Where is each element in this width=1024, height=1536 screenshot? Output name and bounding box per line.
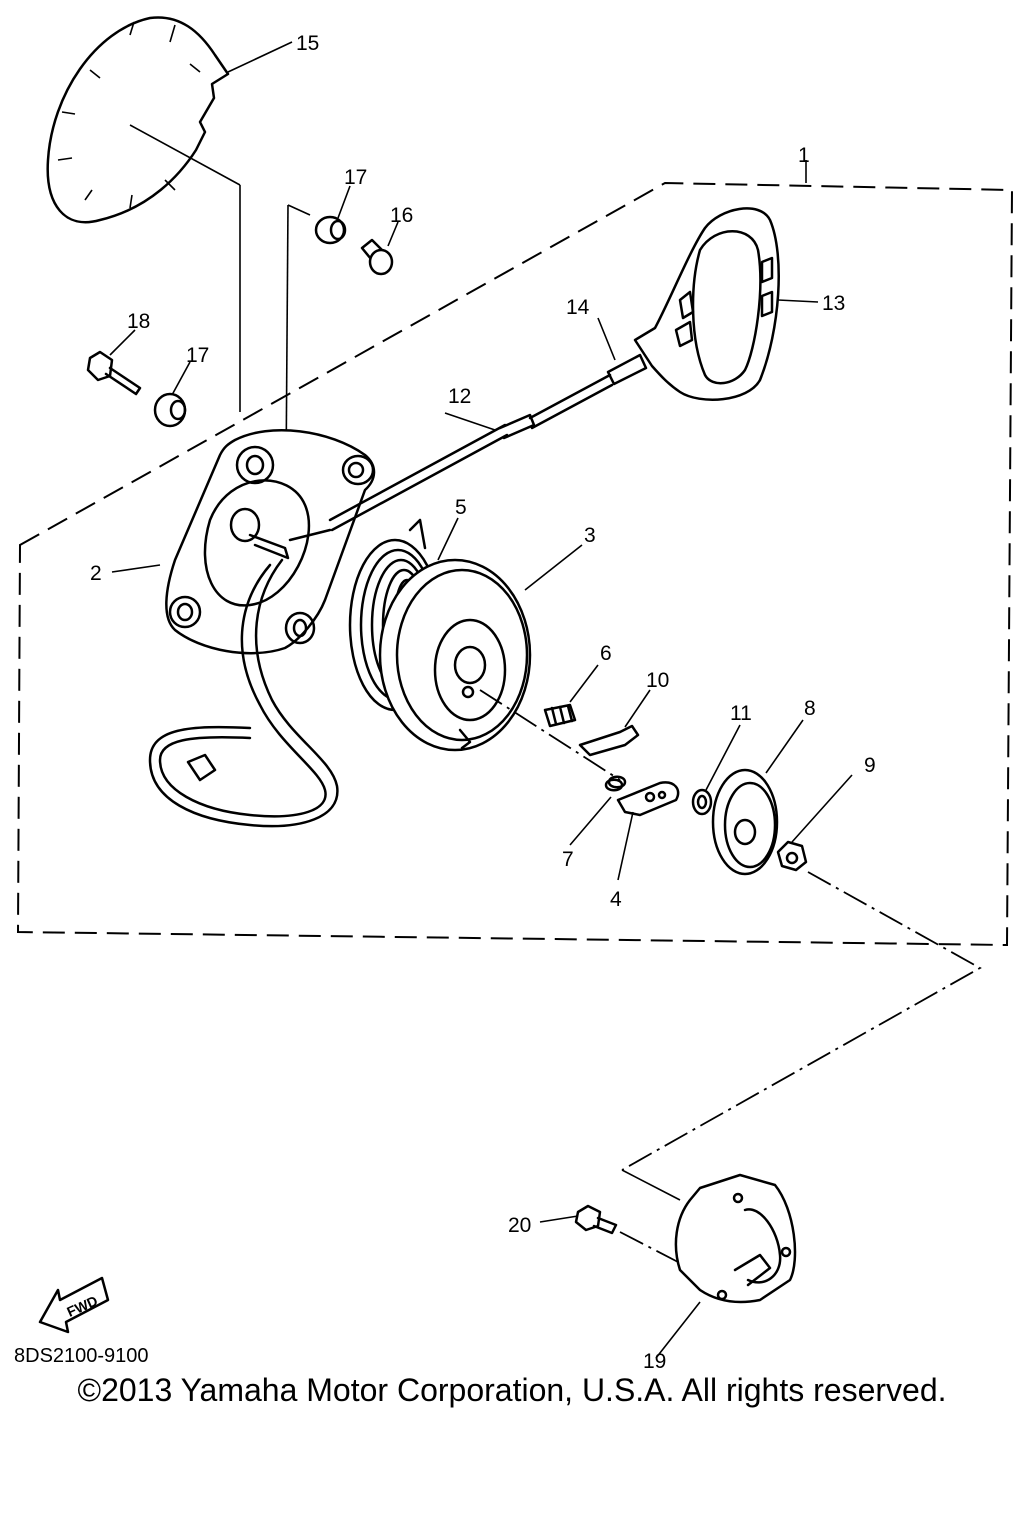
- callout-14: 14: [566, 296, 590, 319]
- callout-3: 3: [584, 524, 596, 547]
- part-2-starter-case[interactable]: [148, 429, 376, 828]
- part-19-starter-pulley[interactable]: [674, 1173, 797, 1304]
- callout-19: 19: [643, 1350, 666, 1373]
- callout-15: 15: [296, 32, 319, 55]
- part-20-bolt[interactable]: [574, 1204, 618, 1235]
- callout-13: 13: [822, 292, 845, 315]
- part-13-starter-handle[interactable]: [633, 207, 780, 401]
- part-8-drive-plate[interactable]: [711, 768, 779, 876]
- part-11-washer[interactable]: [691, 788, 713, 816]
- callout-5: 5: [455, 496, 467, 519]
- callout-leaders: [109, 41, 853, 1359]
- callout-17-lower: 17: [186, 344, 209, 367]
- callout-2: 2: [90, 562, 102, 585]
- part-14-rope-joint[interactable]: [606, 353, 648, 386]
- part-7-spring[interactable]: [604, 775, 627, 792]
- part-3-pulley-drum[interactable]: [378, 558, 532, 752]
- callout-7: 7: [562, 848, 574, 871]
- part-17-collar-upper[interactable]: [314, 215, 347, 245]
- callout-12: 12: [448, 385, 471, 408]
- assembly-boundary: [16, 181, 1014, 947]
- callout-16: 16: [390, 204, 413, 227]
- callout-18: 18: [127, 310, 150, 333]
- copyright-notice: ©2013 Yamaha Motor Corporation, U.S.A. A…: [77, 1372, 947, 1408]
- callout-20: 20: [508, 1214, 531, 1237]
- assembly-axis-line: [479, 689, 621, 781]
- part-10-ratchet-pawl[interactable]: [578, 724, 640, 757]
- part-18-bolt[interactable]: [86, 350, 142, 396]
- part-15-decal[interactable]: [46, 16, 241, 412]
- callout-17-upper: 17: [344, 166, 367, 189]
- callout-4: 4: [610, 888, 622, 911]
- callout-8: 8: [804, 697, 816, 720]
- callout-1: 1: [798, 144, 810, 167]
- callout-10: 10: [646, 669, 669, 692]
- part-6-spring[interactable]: [543, 703, 577, 728]
- part-16-bushing[interactable]: [360, 238, 394, 276]
- part-12-rope[interactable]: [328, 373, 614, 532]
- callout-9: 9: [864, 754, 876, 777]
- part-17-collar-lower[interactable]: [153, 392, 187, 428]
- part-4-pawl-plate[interactable]: [616, 781, 680, 817]
- callout-6: 6: [600, 642, 612, 665]
- callout-11: 11: [730, 702, 752, 725]
- diagram-code: 8DS2100-9100: [14, 1345, 149, 1367]
- part-9-nut[interactable]: [776, 840, 808, 872]
- fwd-direction-arrow: FWD: [38, 1276, 110, 1334]
